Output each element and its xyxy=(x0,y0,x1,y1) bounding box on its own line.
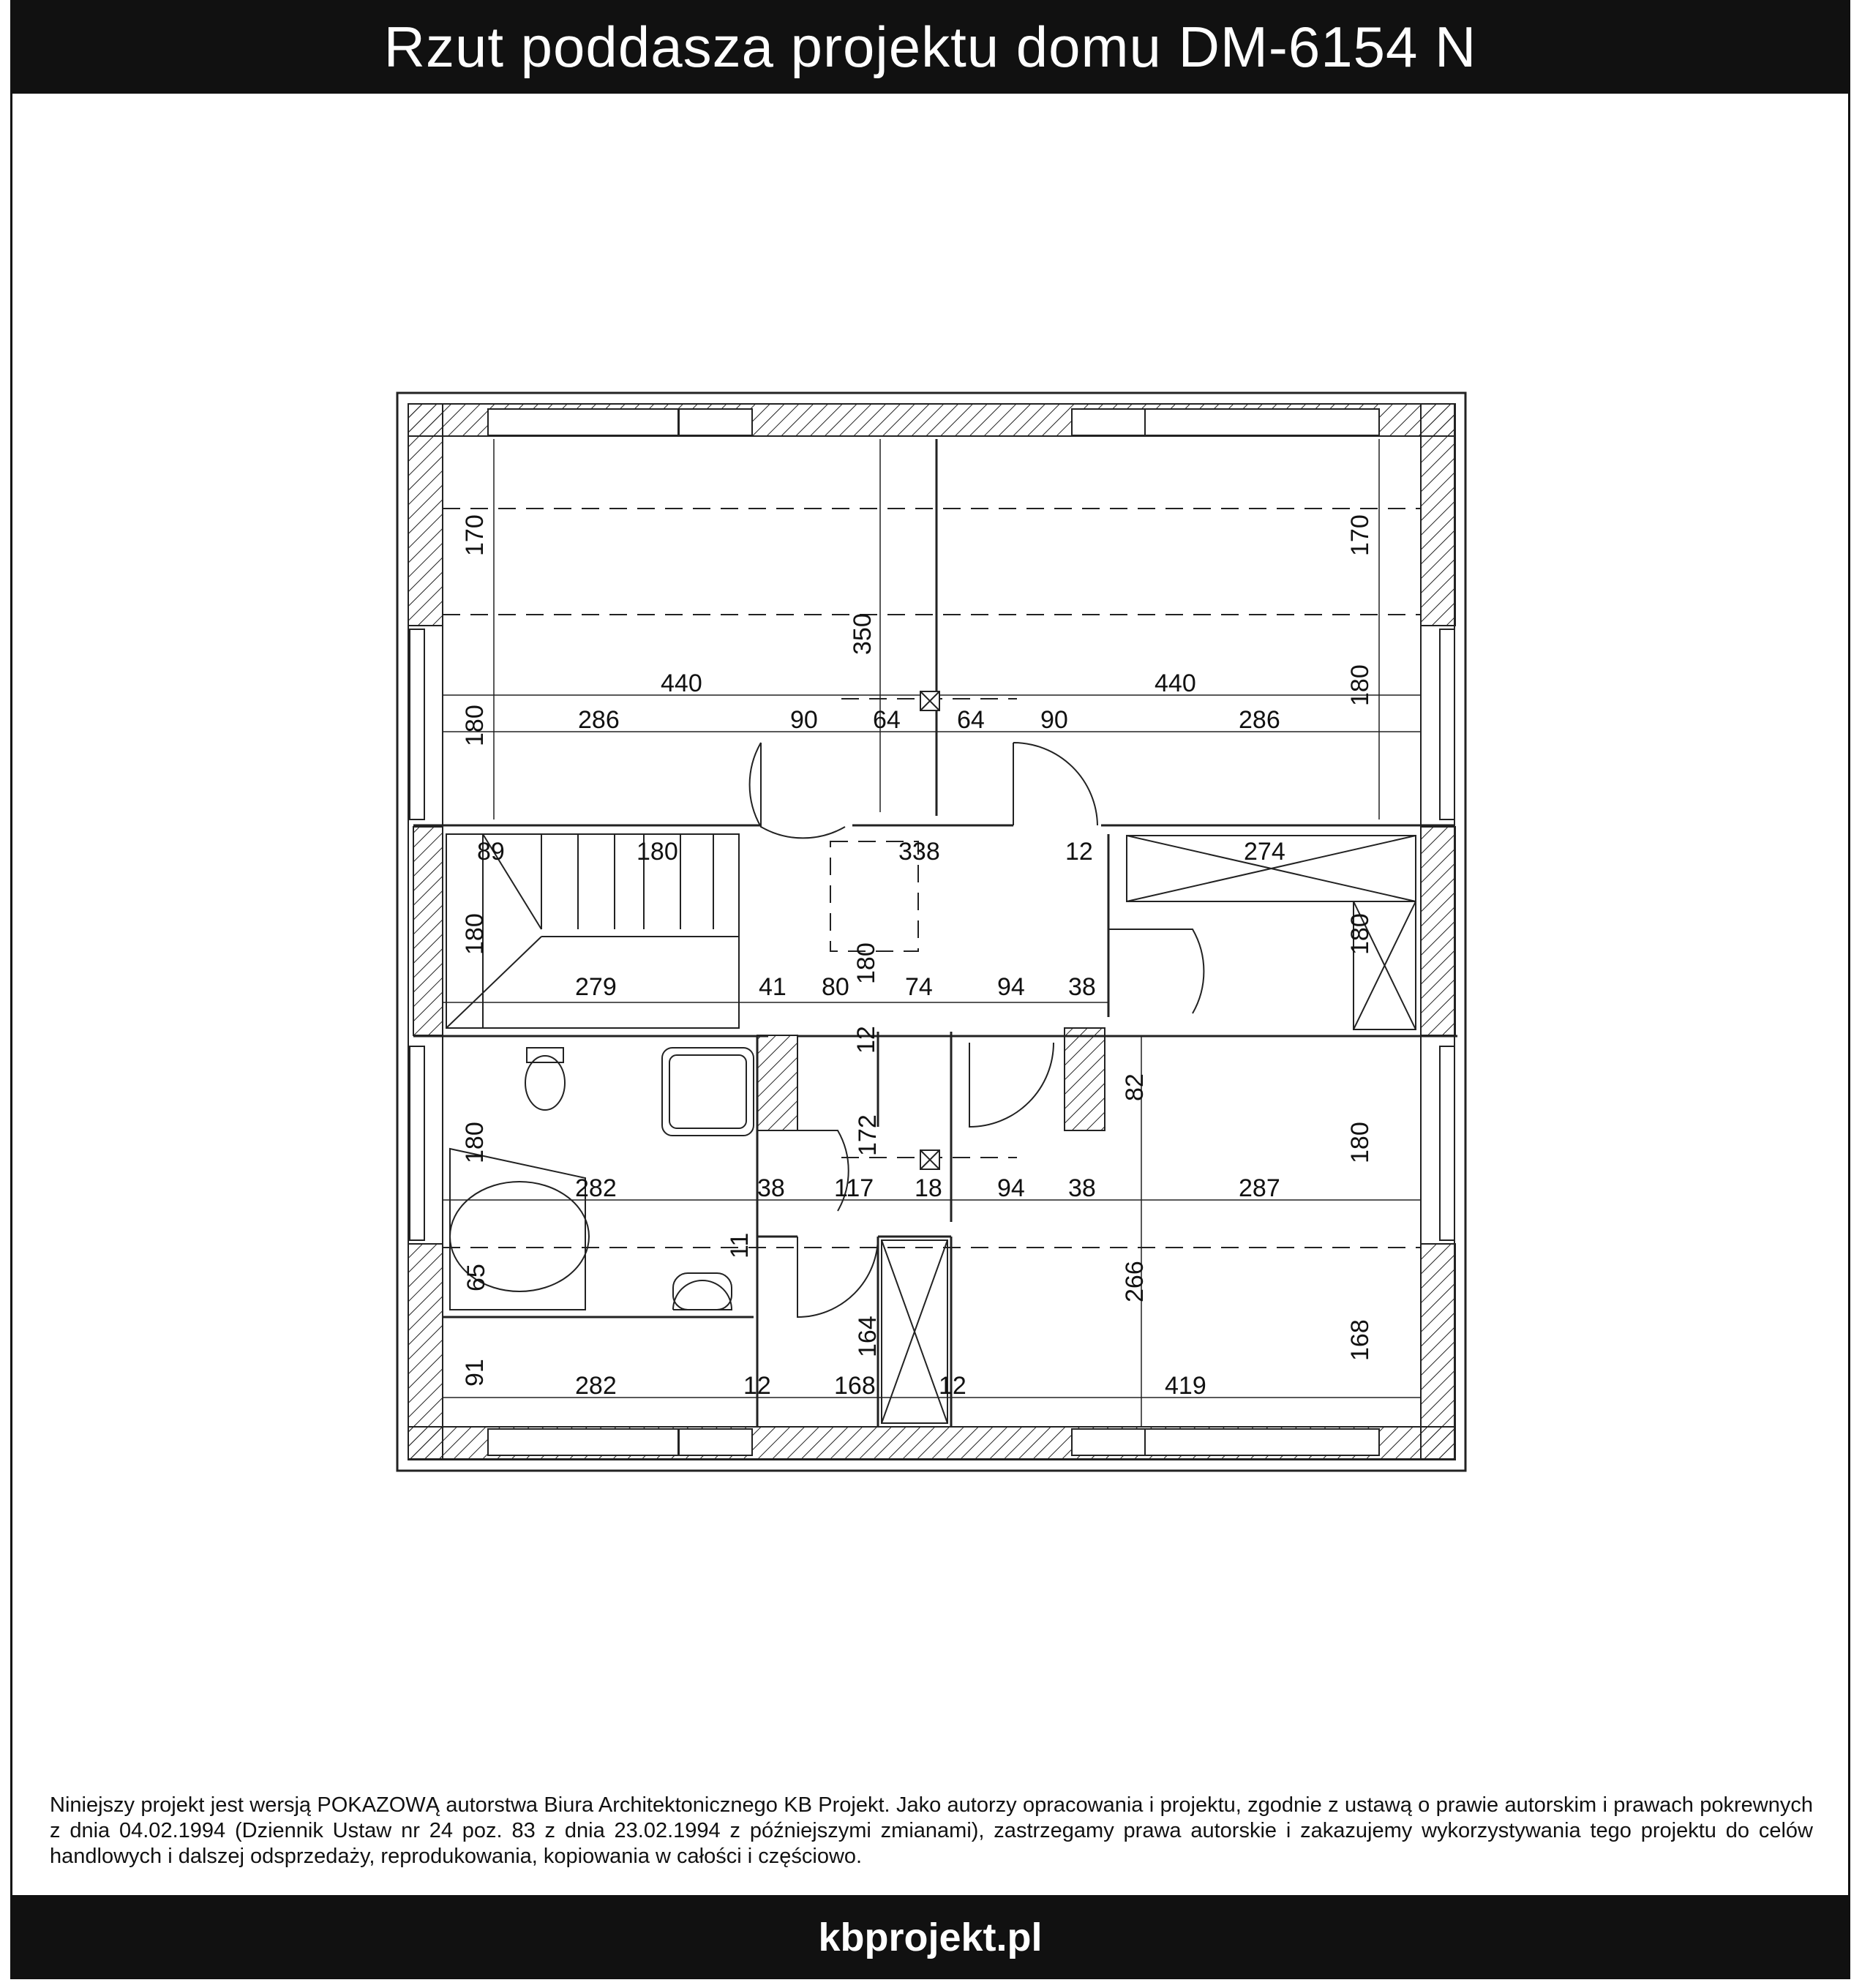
dim-label: 90 xyxy=(1040,706,1068,734)
slope-lines xyxy=(443,508,1421,1248)
dim-label: 38 xyxy=(1068,1174,1096,1202)
floor-plan-drawing: 170 170 350 440 440 180 180 286 90 64 64… xyxy=(396,391,1467,1472)
dim-label: 279 xyxy=(575,973,617,1001)
dim-label: 91 xyxy=(461,1359,489,1387)
dim-label: 180 xyxy=(1346,664,1374,706)
dim-label: 180 xyxy=(461,705,489,746)
outer-boundary xyxy=(396,391,1467,1472)
title-bar: Rzut poddasza projektu domu DM-6154 N xyxy=(10,0,1850,94)
dim-label: 168 xyxy=(1346,1319,1374,1361)
page-frame xyxy=(10,0,1850,1979)
dim-label: 94 xyxy=(997,1174,1025,1202)
dim-label: 180 xyxy=(1346,1122,1374,1163)
dim-label: 65 xyxy=(462,1264,490,1291)
dim-label: 287 xyxy=(1239,1174,1280,1202)
dim-label: 282 xyxy=(575,1372,617,1400)
dim-label: 94 xyxy=(997,973,1025,1001)
dim-label: 350 xyxy=(849,613,876,655)
dim-label: 18 xyxy=(915,1174,942,1202)
dim-label: 64 xyxy=(957,706,985,734)
dim-label: 164 xyxy=(854,1316,882,1357)
room-outline xyxy=(442,435,1422,1428)
dim-label: 12 xyxy=(1065,838,1093,866)
dim-label: 38 xyxy=(757,1174,785,1202)
dim-label: 338 xyxy=(898,838,940,866)
dim-label: 38 xyxy=(1068,973,1096,1001)
storage-boxes xyxy=(881,835,1416,1424)
dim-label: 274 xyxy=(1244,838,1285,866)
dim-label: 117 xyxy=(834,1174,874,1202)
dim-label: 64 xyxy=(873,706,901,734)
dim-label: 89 xyxy=(477,838,505,866)
dim-label: 440 xyxy=(661,669,702,697)
dim-label: 266 xyxy=(1121,1261,1149,1302)
dim-label: 80 xyxy=(822,973,849,1001)
dimension-labels: 170 170 350 440 440 180 180 286 90 64 64… xyxy=(461,514,1374,1400)
dim-label: 11 xyxy=(726,1233,754,1259)
hatched-walls xyxy=(408,403,1456,1460)
dimension-lines xyxy=(443,439,1421,1427)
dim-label: 12 xyxy=(743,1372,771,1400)
dim-label: 286 xyxy=(1239,706,1280,734)
dim-label: 180 xyxy=(461,1122,489,1163)
dim-label: 12 xyxy=(939,1372,966,1400)
dim-label: 419 xyxy=(1165,1372,1206,1400)
partitions xyxy=(413,439,1457,1427)
chimney-blocks xyxy=(757,1027,1105,1131)
page-title: Rzut poddasza projektu domu DM-6154 N xyxy=(383,14,1477,79)
dim-label: 180 xyxy=(1346,913,1374,955)
doors xyxy=(748,742,1205,1319)
outer-boundary-inner xyxy=(408,403,1455,1460)
dim-label: 180 xyxy=(637,838,678,866)
dim-label: 74 xyxy=(905,973,933,1001)
dim-label: 286 xyxy=(578,706,620,734)
dim-label: 180 xyxy=(461,913,489,955)
dim-label: 440 xyxy=(1155,669,1196,697)
copyright-notice: Niniejszy projekt jest wersją POKAZOWĄ a… xyxy=(50,1793,1813,1868)
dim-label: 82 xyxy=(1121,1073,1149,1101)
dim-label: 172 xyxy=(854,1114,882,1156)
dim-label: 180 xyxy=(852,942,880,984)
footer-bar: kbprojekt.pl xyxy=(10,1895,1850,1979)
stairs xyxy=(446,833,740,1029)
dim-label: 170 xyxy=(461,514,489,556)
bathroom-fixtures xyxy=(449,1047,754,1310)
windows xyxy=(409,408,1455,1456)
dim-label: 170 xyxy=(1346,514,1374,556)
dim-label: 41 xyxy=(759,973,787,1001)
dim-label: 12 xyxy=(852,1026,880,1054)
floor-plan: 170 170 350 440 440 180 180 286 90 64 64… xyxy=(380,380,1478,1478)
dim-label: 282 xyxy=(575,1174,617,1202)
site-link[interactable]: kbprojekt.pl xyxy=(818,1915,1043,1959)
dim-label: 168 xyxy=(834,1372,876,1400)
dim-label: 90 xyxy=(790,706,818,734)
